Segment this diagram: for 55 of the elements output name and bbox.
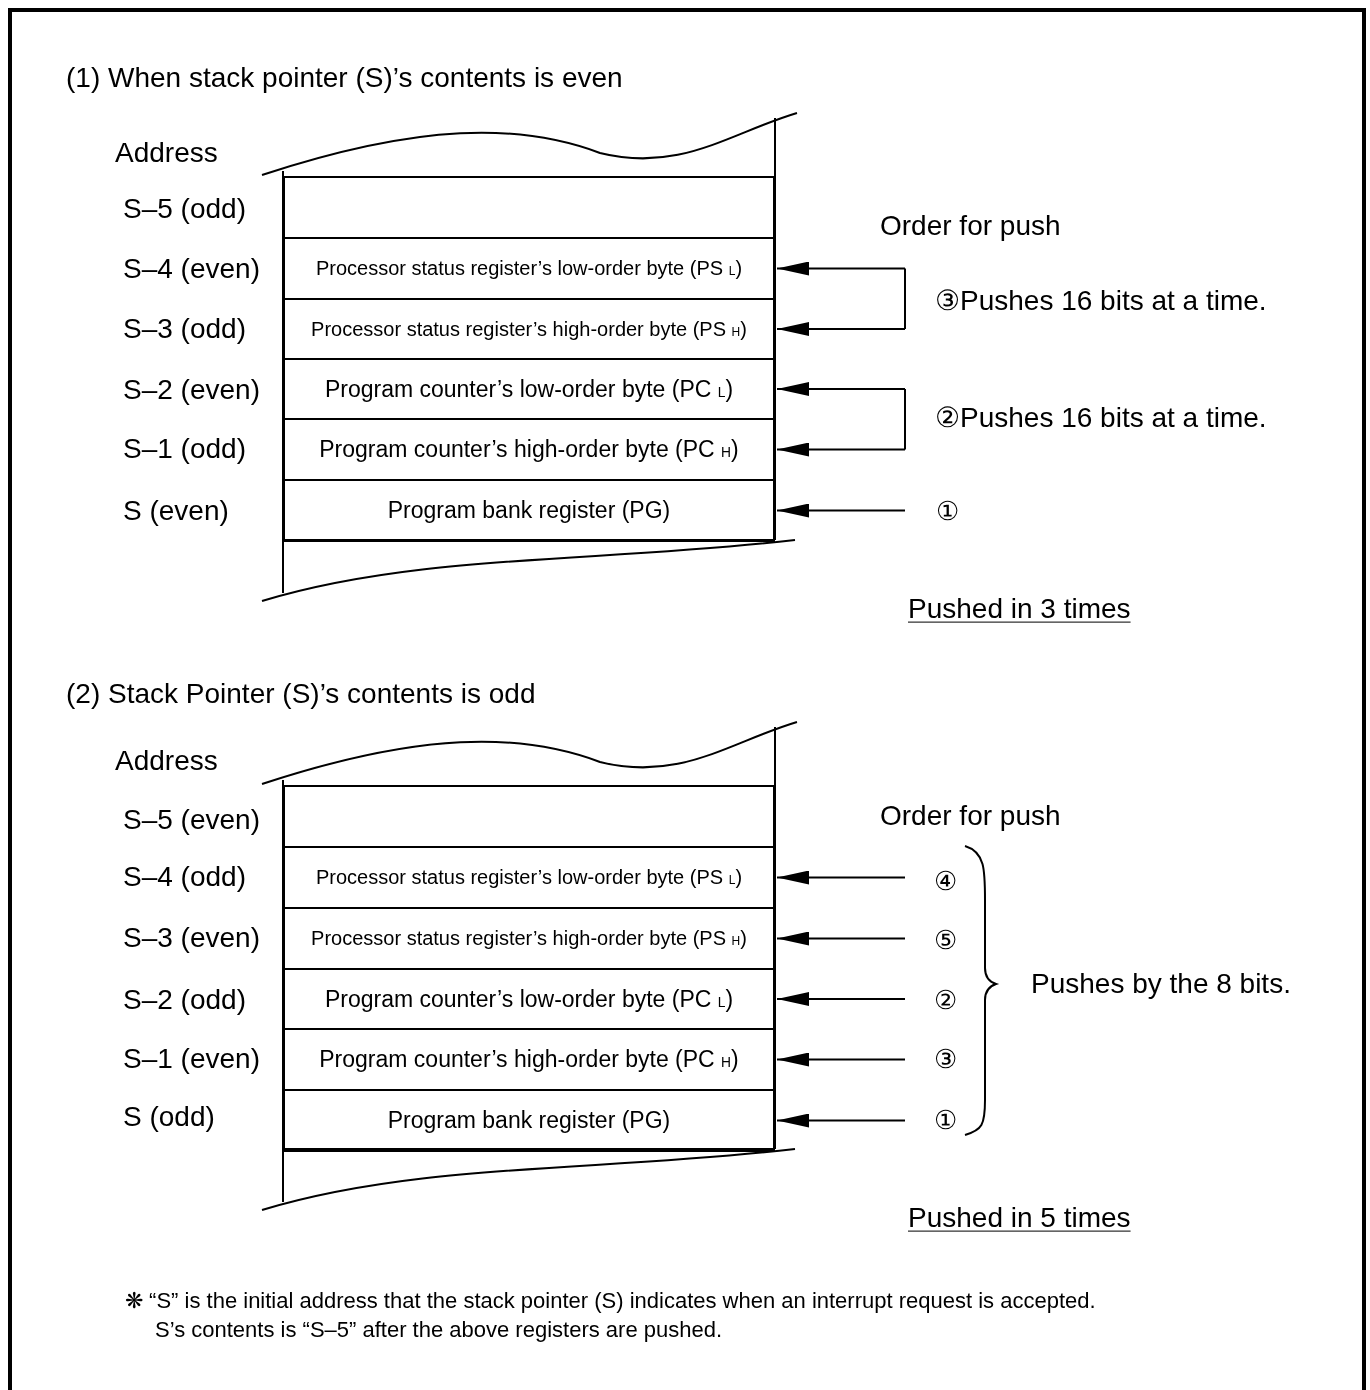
arrow xyxy=(776,1052,906,1067)
push-note: Pushes by the 8 bits. xyxy=(1031,968,1291,1000)
push-order-number: ③ xyxy=(934,1044,957,1074)
push-order-number: ④ xyxy=(934,866,957,896)
address-label: S–3 (odd) xyxy=(123,313,246,345)
column-heading: Order for push xyxy=(880,210,1061,242)
section-heading: (1) When stack pointer (S)’s contents is even xyxy=(66,62,623,94)
memory-cell xyxy=(283,1089,775,1152)
section-heading: (2) Stack Pointer (S)’s contents is odd xyxy=(66,678,536,710)
memory-cell xyxy=(283,479,775,542)
memory-cell xyxy=(283,1028,775,1091)
memory-cell xyxy=(283,907,775,970)
column-heading: Address xyxy=(115,137,218,169)
address-label: S–1 (even) xyxy=(123,1043,260,1075)
memory-cell xyxy=(283,176,775,239)
memory-cell xyxy=(283,358,775,420)
address-label: S (odd) xyxy=(123,1101,215,1133)
arrow xyxy=(776,931,906,946)
summary-note: Pushed in 5 times xyxy=(908,1202,1131,1234)
arrow xyxy=(776,503,906,518)
footnote: ❋ “S” is the initial address that the stack pointer (S) indicates when an interrupt request is accepted. xyxy=(125,1288,1096,1314)
push-order-number: ① xyxy=(934,1105,957,1135)
arrow xyxy=(776,442,906,457)
push-order-number: ⑤ xyxy=(934,925,957,955)
arrow xyxy=(776,322,906,336)
column-heading: Address xyxy=(115,745,218,777)
memory-cell xyxy=(283,298,775,360)
address-label: S–4 (even) xyxy=(123,253,260,285)
footnote: S’s contents is “S–5” after the above registers are pushed. xyxy=(155,1317,722,1343)
arrow xyxy=(776,992,906,1006)
arrow xyxy=(776,382,906,396)
memory-cell xyxy=(283,968,775,1030)
arrow xyxy=(776,870,906,885)
summary-note: Pushed in 3 times xyxy=(908,593,1131,625)
memory-cell xyxy=(283,846,775,909)
memory-cell xyxy=(283,785,775,848)
address-label: S–3 (even) xyxy=(123,922,260,954)
push-order-number: ② xyxy=(934,985,957,1015)
address-label: S–4 (odd) xyxy=(123,861,246,893)
register-name: Program bank register (PG) xyxy=(387,1107,671,1134)
push-note: ③Pushes 16 bits at a time. xyxy=(935,285,1267,317)
address-label: S–2 (odd) xyxy=(123,984,246,1016)
push-order-number: ① xyxy=(936,496,959,526)
address-label: S–1 (odd) xyxy=(123,433,246,465)
address-label: S–5 (odd) xyxy=(123,193,246,225)
register-name: Program bank register (PG) xyxy=(387,497,671,524)
address-label: S–5 (even) xyxy=(123,804,260,836)
arrow xyxy=(776,1113,906,1128)
memory-cell xyxy=(283,237,775,300)
push-note: ②Pushes 16 bits at a time. xyxy=(935,402,1267,434)
memory-cell xyxy=(283,418,775,481)
arrow xyxy=(776,261,906,276)
address-label: S (even) xyxy=(123,495,229,527)
address-label: S–2 (even) xyxy=(123,374,260,406)
column-heading: Order for push xyxy=(880,800,1061,832)
